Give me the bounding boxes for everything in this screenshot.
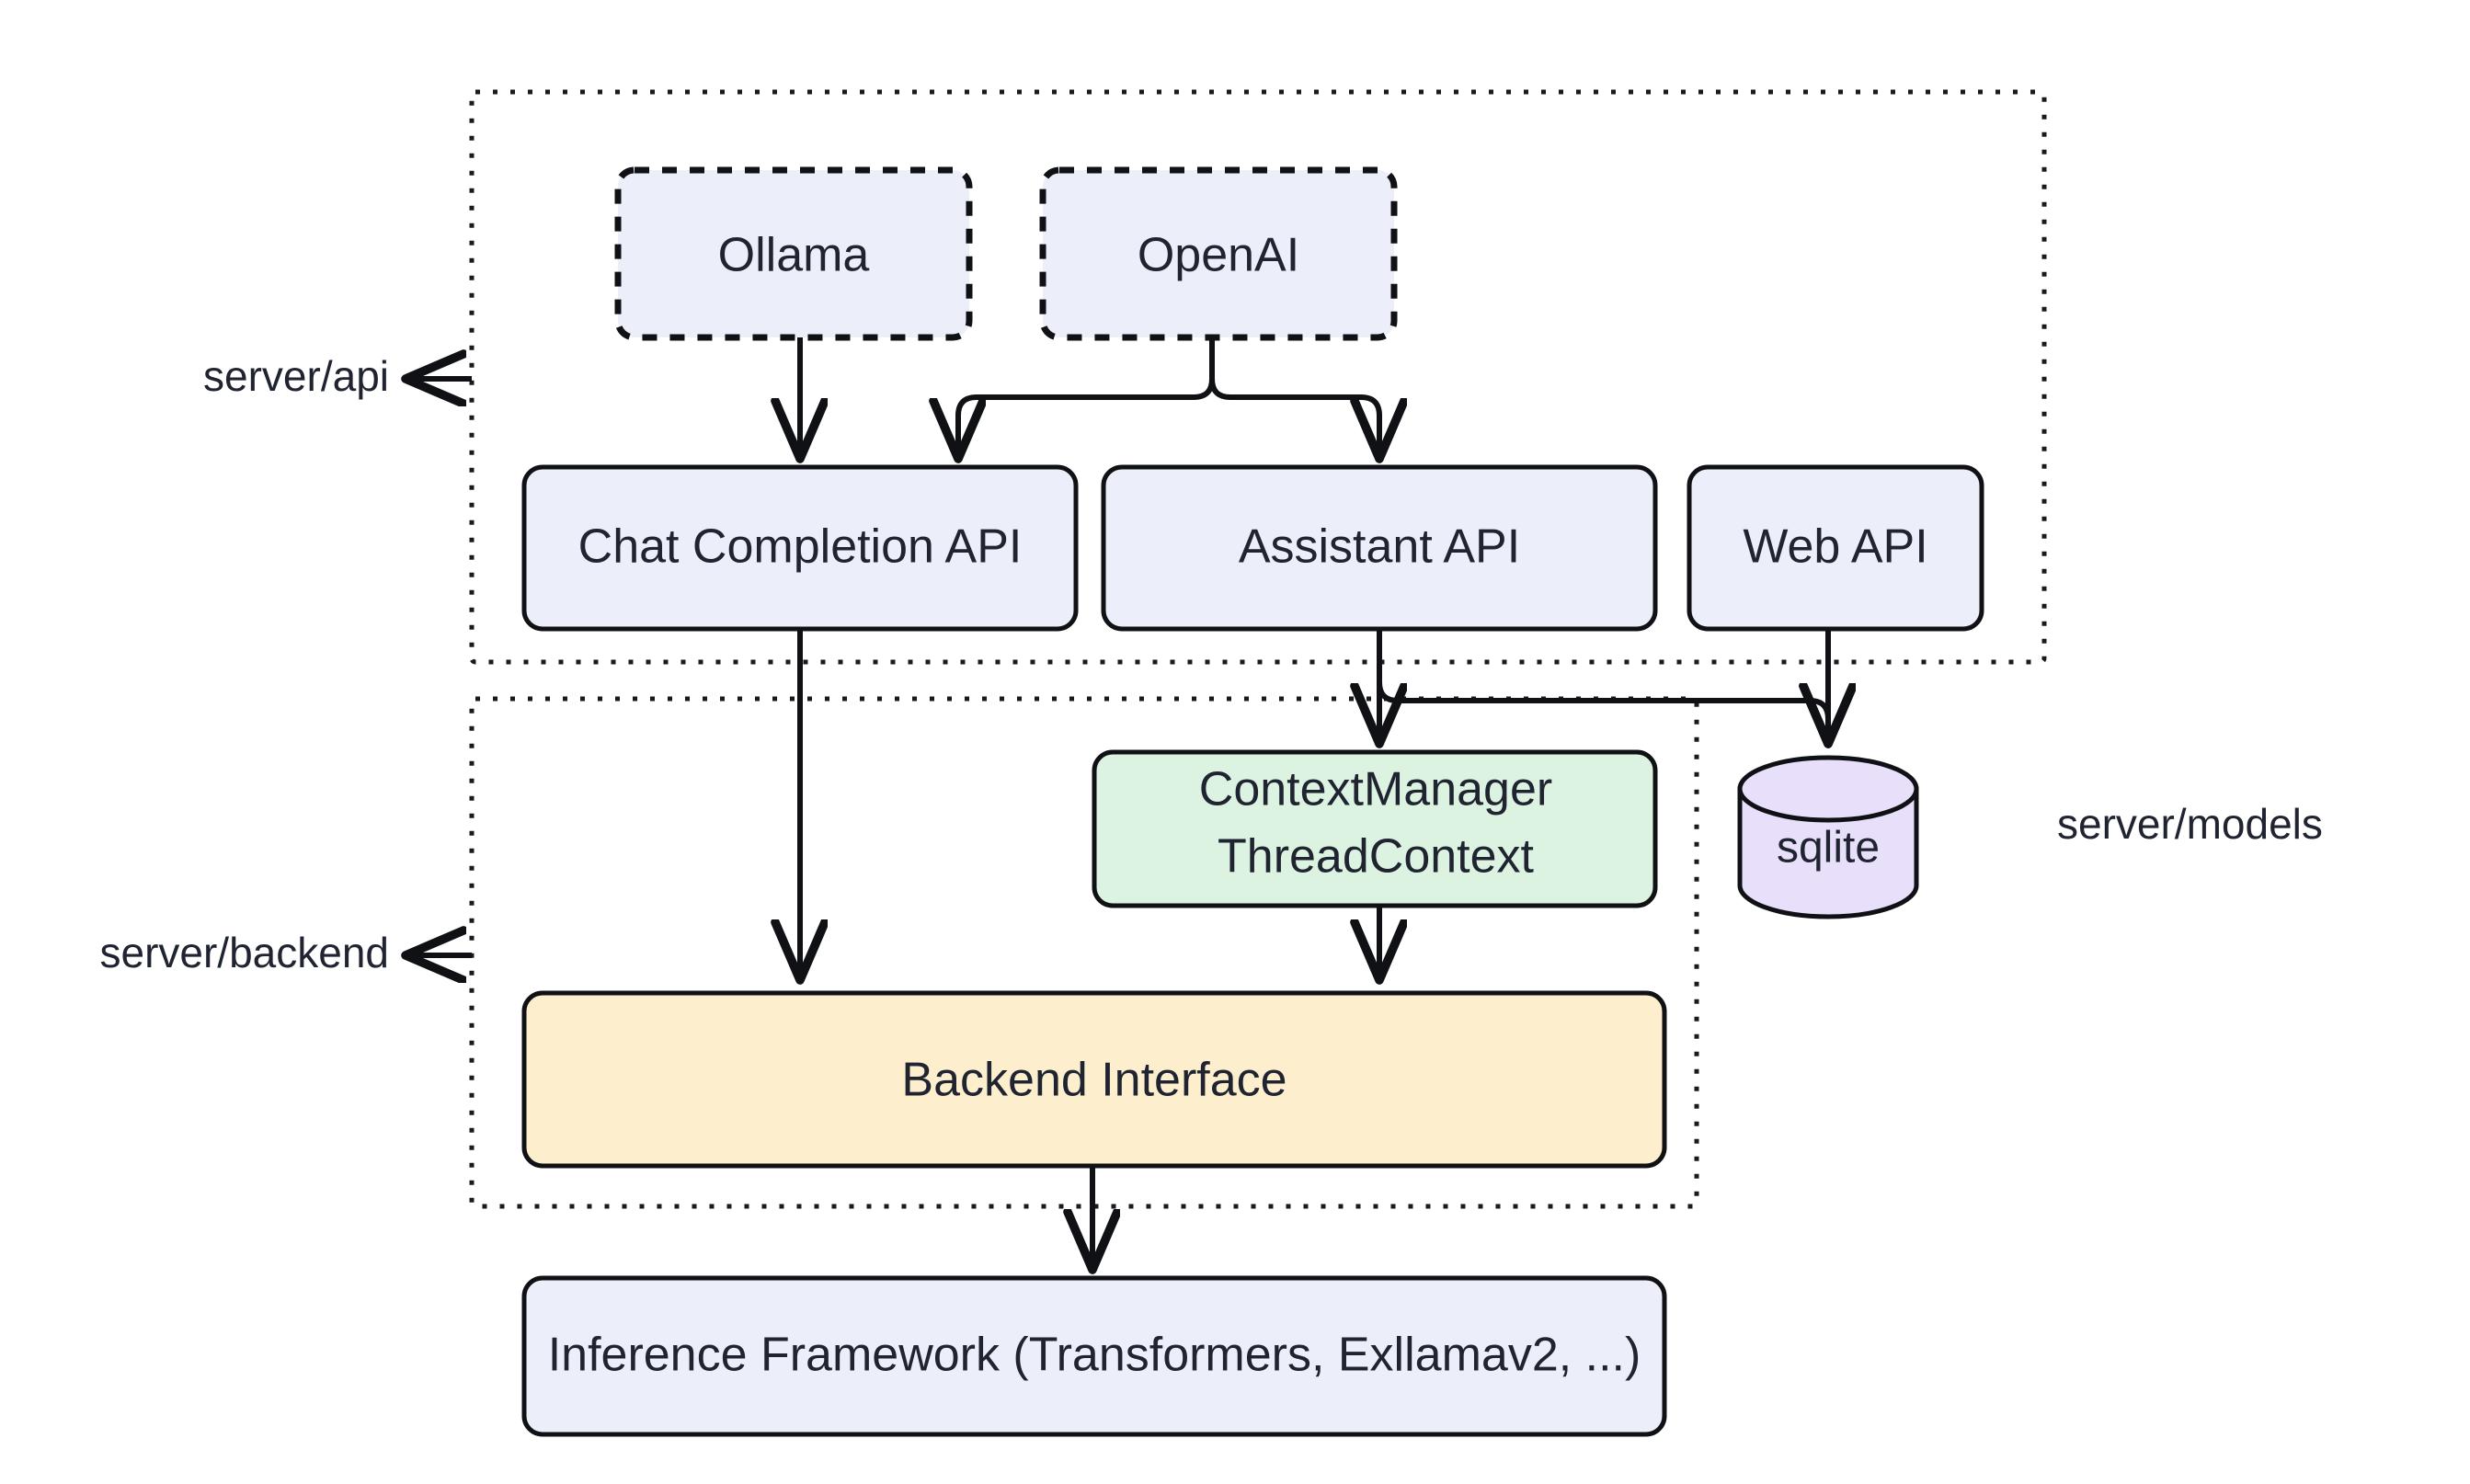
group-container-server-api (469, 89, 2047, 665)
context-manager-label-line2: ThreadContext (1218, 830, 1535, 884)
ollama-label: Ollama (718, 229, 870, 282)
edge-assistant-api-to-sqlite (1377, 629, 1828, 741)
sqlite-cylinder-top[interactable] (1737, 755, 1919, 823)
node-backend-interface[interactable]: Backend Interface (521, 990, 1667, 1169)
web-api-label: Web API (1743, 520, 1927, 574)
web-api-box[interactable] (1687, 464, 1984, 632)
assistant-api-box[interactable] (1101, 464, 1658, 632)
server-api-label: server/api (203, 352, 389, 400)
openai-label: OpenAI (1138, 229, 1299, 282)
chat-completion-api-box[interactable] (521, 464, 1079, 632)
edge-openai-to-chat-api (958, 337, 1215, 456)
group-label-server-backend: server/backend (100, 929, 472, 976)
backend-interface-box[interactable] (521, 990, 1667, 1169)
node-inference-framework[interactable]: Inference Framework (Transformers, Exlla… (521, 1275, 1667, 1437)
group-label-server-api: server/api (203, 352, 472, 400)
sqlite-label: sqlite (1777, 824, 1880, 873)
node-context-manager[interactable]: ContextManager ThreadContext (1092, 749, 1658, 908)
sqlite-cylinder-body[interactable] (1737, 786, 1919, 919)
inference-framework-box[interactable] (521, 1275, 1667, 1437)
server-backend-label: server/backend (100, 929, 390, 976)
node-web-api[interactable]: Web API (1687, 464, 1984, 632)
ollama-box[interactable] (614, 166, 973, 341)
edge-openai-to-assistant-api (1209, 337, 1379, 456)
assistant-api-label: Assistant API (1239, 520, 1520, 574)
context-manager-label-line1: ContextManager (1199, 763, 1552, 816)
node-openai[interactable]: OpenAI (1039, 166, 1398, 341)
node-sqlite[interactable]: sqlite (1737, 755, 1919, 919)
server-api-boundary (469, 89, 2047, 665)
context-manager-box[interactable] (1092, 749, 1658, 908)
backend-interface-label: Backend Interface (901, 1054, 1286, 1107)
server-models-label: server/models (2057, 800, 2323, 848)
openai-box[interactable] (1039, 166, 1398, 341)
node-assistant-api[interactable]: Assistant API (1101, 464, 1658, 632)
chat-completion-api-label: Chat Completion API (578, 520, 1023, 574)
inference-framework-label: Inference Framework (Transformers, Exlla… (548, 1329, 1641, 1382)
node-chat-completion-api[interactable]: Chat Completion API (521, 464, 1079, 632)
group-label-server-models: server/models (2057, 800, 2323, 848)
node-ollama[interactable]: Ollama (614, 166, 973, 341)
